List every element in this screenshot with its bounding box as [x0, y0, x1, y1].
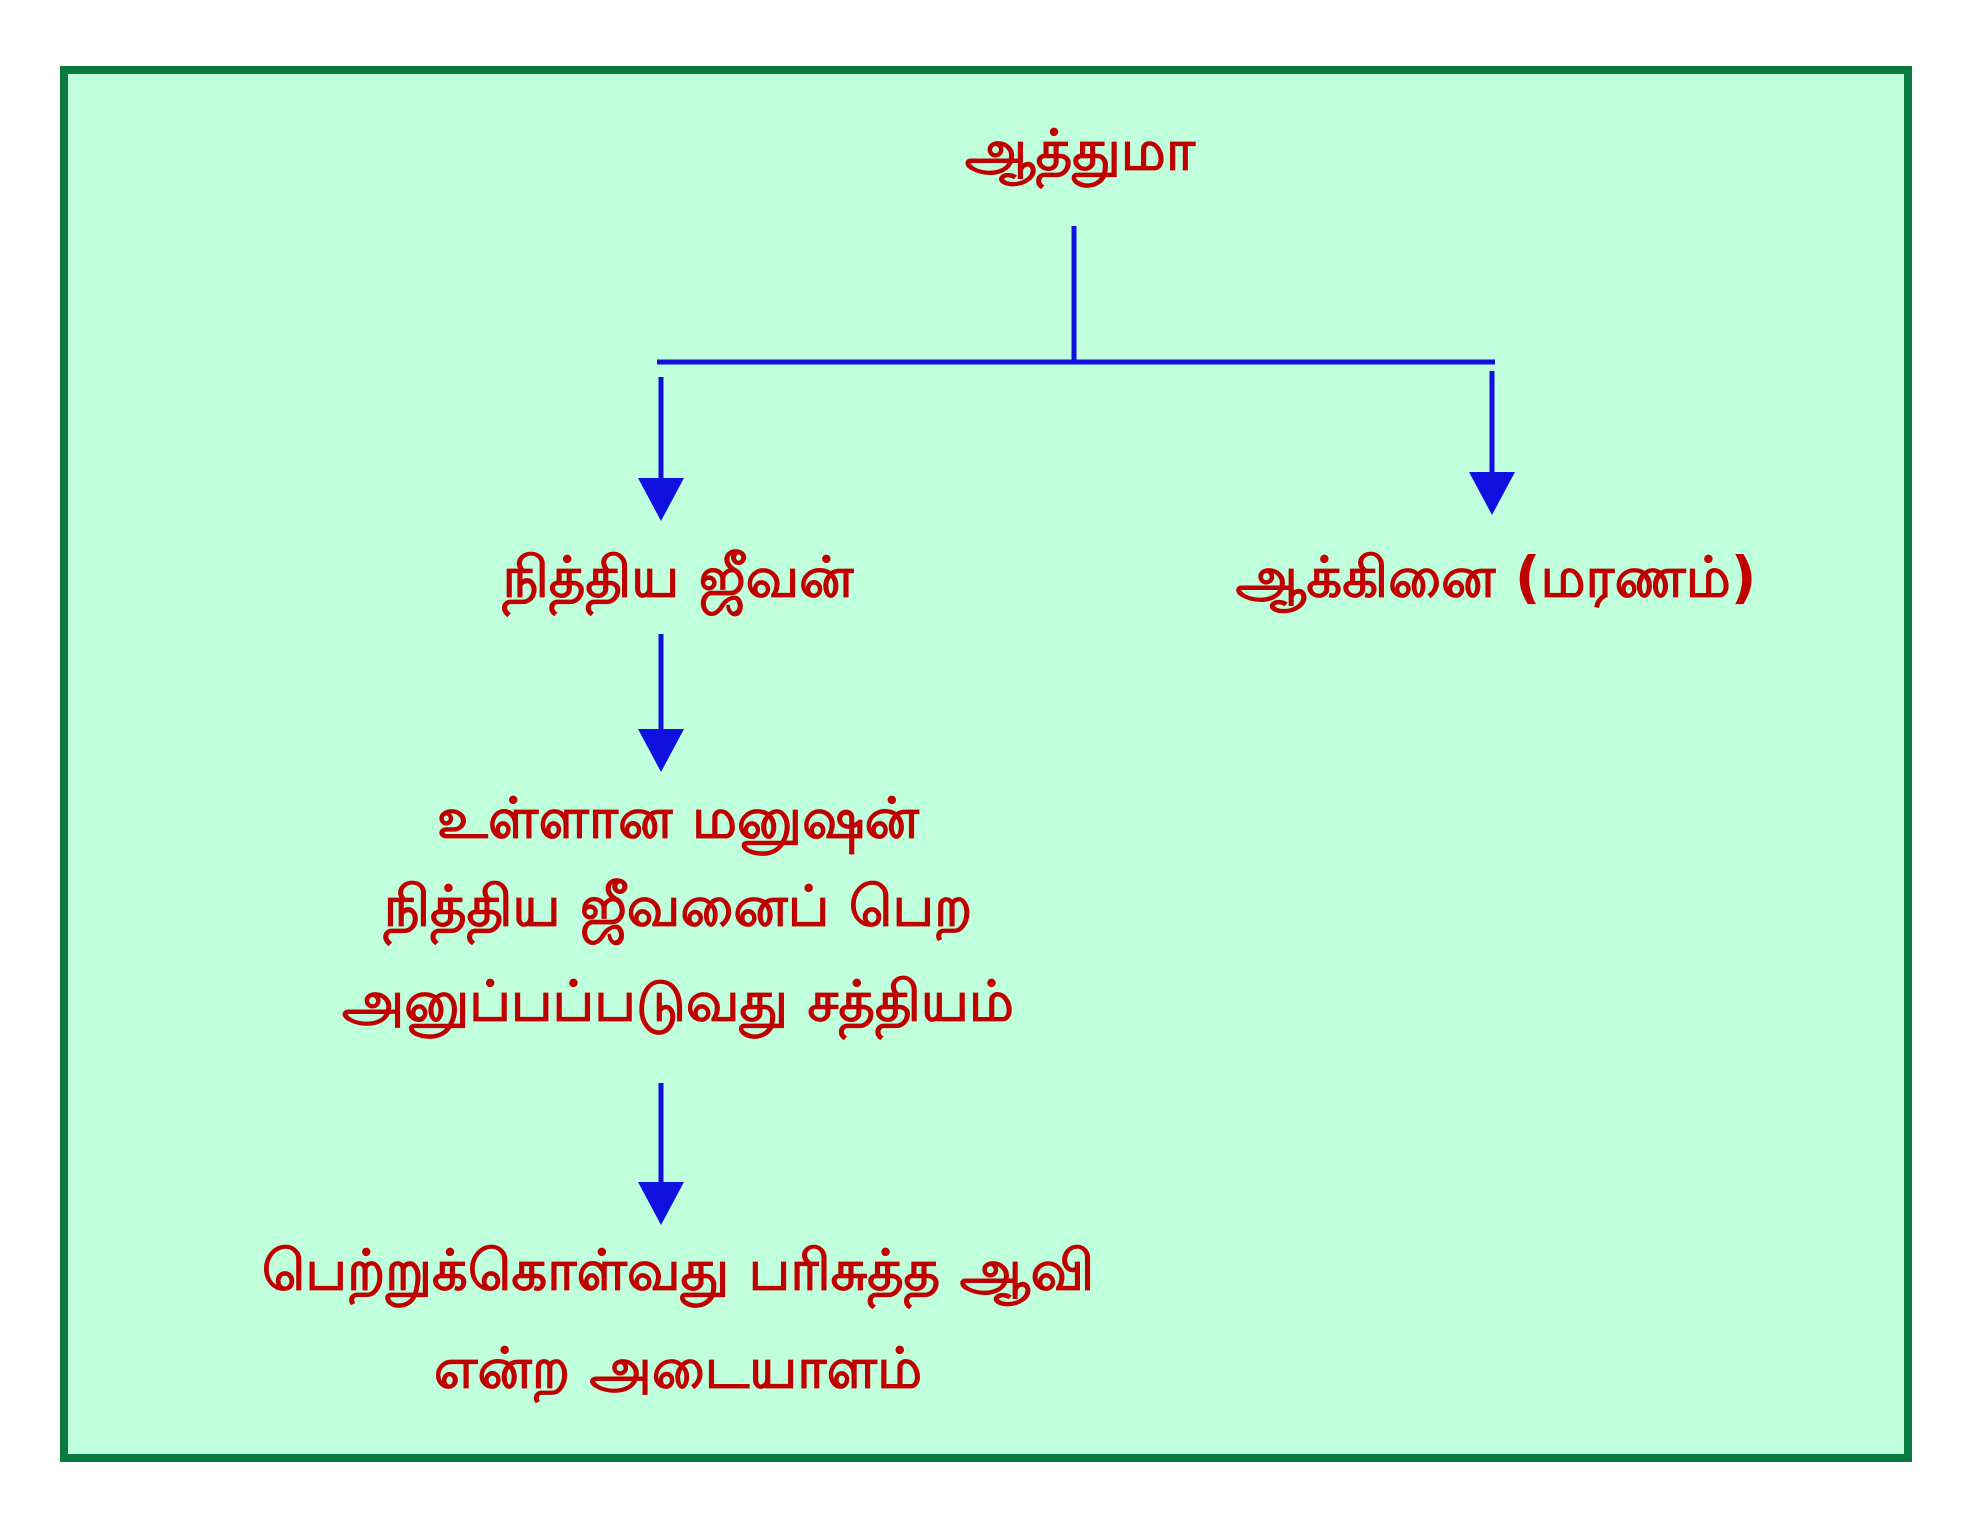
arrow-bottom-head	[638, 1182, 684, 1225]
node-bottom-line-2: என்ற அடையாளம்	[433, 1336, 923, 1402]
node-middle-line-3: அனுப்பப்படுவது சத்தியம்	[342, 969, 1014, 1035]
diagram-frame	[60, 66, 1912, 1462]
node-bottom-line-1: பெற்றுக்கொள்வது பரிசுத்த ஆவி	[261, 1238, 1095, 1304]
arrow-left-head	[638, 478, 684, 521]
arrow-right-head	[1469, 472, 1515, 515]
node-condemnation: ஆக்கினை (மரணம்)	[1235, 545, 1757, 611]
node-eternal-life: நித்திய ஜீவன்	[502, 545, 854, 611]
arrow-middle-head	[638, 729, 684, 772]
node-middle-line-2: நித்திய ஜீவனைப் பெற	[383, 874, 973, 940]
node-middle-line-1: உள்ளான மனுஷன்	[437, 786, 919, 852]
node-root: ஆத்துமா	[964, 118, 1196, 184]
